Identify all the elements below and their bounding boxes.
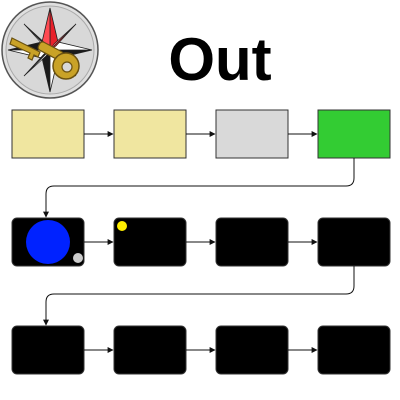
key-icon bbox=[9, 37, 80, 80]
wrap-connector-arrow bbox=[43, 158, 355, 218]
diagram-box-r3-c4 bbox=[317, 325, 391, 375]
diagram-box-r2-c4 bbox=[317, 217, 391, 267]
compass-key-icon bbox=[1, 1, 99, 99]
diagram-boxes bbox=[11, 109, 391, 375]
diagram-box-r1-c4 bbox=[317, 109, 391, 159]
yellow-dot-marker bbox=[117, 221, 127, 231]
diagram-box-r3-c3 bbox=[215, 325, 289, 375]
blue-circle-marker bbox=[26, 220, 70, 264]
page-title: Out bbox=[168, 26, 271, 93]
diagram-box-r1-c2 bbox=[113, 109, 187, 159]
diagram-box-r1-c1 bbox=[11, 109, 85, 159]
diagram-box-r1-c3 bbox=[215, 109, 289, 159]
diagram-box-r3-c2 bbox=[113, 325, 187, 375]
diagram-box-r3-c1 bbox=[11, 325, 85, 375]
diagram-box-r2-c3 bbox=[215, 217, 289, 267]
gray-dot-marker bbox=[73, 253, 83, 263]
wrap-connector-arrow bbox=[43, 266, 355, 326]
